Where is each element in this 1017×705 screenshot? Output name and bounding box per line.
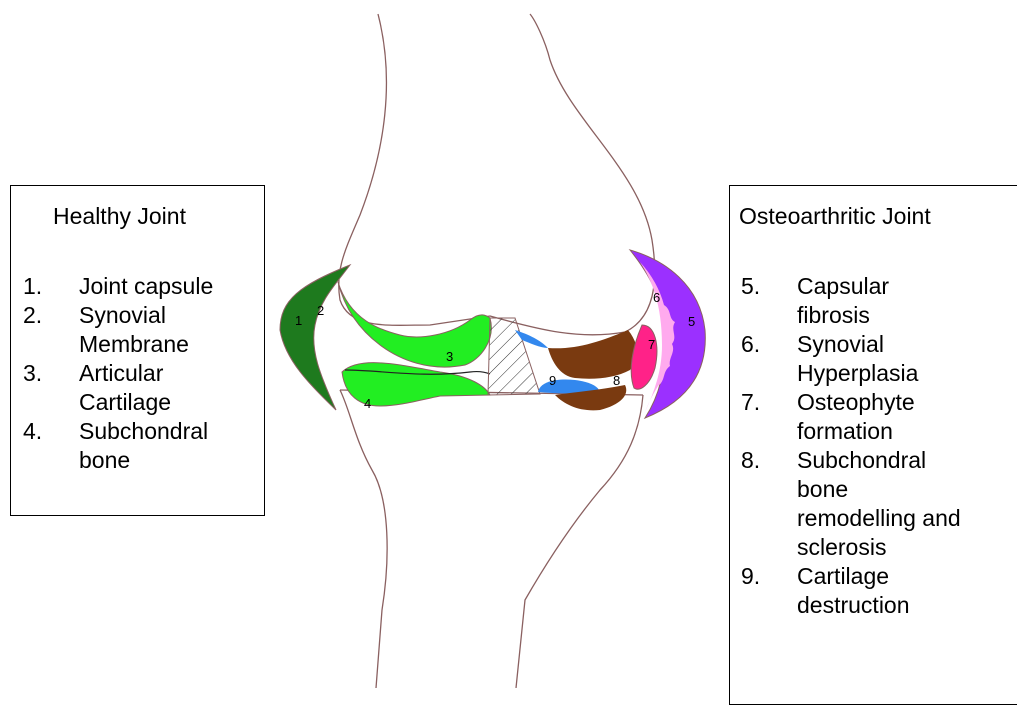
list-item: 3. Articular Cartilage [23,359,263,417]
healthy-joint-title: Healthy Joint [53,203,186,230]
list-item: 7. Osteophyte formation [741,388,1017,446]
list-item: 1. Joint capsule [23,272,263,301]
osteoarthritic-joint-legend: Osteoarthritic Joint 5. Capsular fibrosi… [729,185,1017,705]
tibia-outline-right [516,395,643,688]
list-item: 2. Synovial Membrane [23,301,263,359]
femur-outline [339,14,655,335]
item-number: 8. [741,446,797,562]
label-2: 2 [317,303,324,318]
item-text: Joint capsule [79,272,213,301]
item-number: 9. [741,562,797,620]
item-text: Capsular fibrosis [797,272,889,330]
item-text: Subchondral bone [79,417,208,475]
item-text: Synovial Membrane [79,301,189,359]
label-6: 6 [653,290,660,305]
label-8: 8 [613,373,620,388]
item-number: 4. [23,417,79,475]
osteophyte-shape [631,325,657,389]
list-item: 8. Subchondral bone remodelling and scle… [741,446,1017,562]
healthy-joint-legend: Healthy Joint 1. Joint capsule 2. Synovi… [10,185,265,516]
item-text: Osteophyte formation [797,388,915,446]
list-item: 5. Capsular fibrosis [741,272,1017,330]
label-1: 1 [295,313,302,328]
osteoarthritic-joint-list: 5. Capsular fibrosis 6. Synovial Hyperpl… [741,272,1017,620]
item-number: 5. [741,272,797,330]
label-7: 7 [648,337,655,352]
item-text: Cartilage destruction [797,562,910,620]
item-number: 2. [23,301,79,359]
item-text: Subchondral bone remodelling and scleros… [797,446,961,562]
list-item: 9. Cartilage destruction [741,562,1017,620]
item-number: 7. [741,388,797,446]
label-9: 9 [549,373,556,388]
item-number: 1. [23,272,79,301]
label-3: 3 [446,349,453,364]
item-text: Synovial Hyperplasia [797,330,918,388]
label-4: 4 [364,396,371,411]
subchondral-sclerosis-upper [548,330,637,379]
item-number: 3. [23,359,79,417]
tibia-outline [340,390,387,688]
list-item: 6. Synovial Hyperplasia [741,330,1017,388]
cruciate-ligament-shape [488,318,540,395]
label-5: 5 [688,314,695,329]
list-item: 4. Subchondral bone [23,417,263,475]
item-number: 6. [741,330,797,388]
healthy-joint-list: 1. Joint capsule 2. Synovial Membrane 3.… [23,272,263,475]
item-text: Articular Cartilage [79,359,171,417]
osteoarthritic-joint-title: Osteoarthritic Joint [739,203,931,230]
